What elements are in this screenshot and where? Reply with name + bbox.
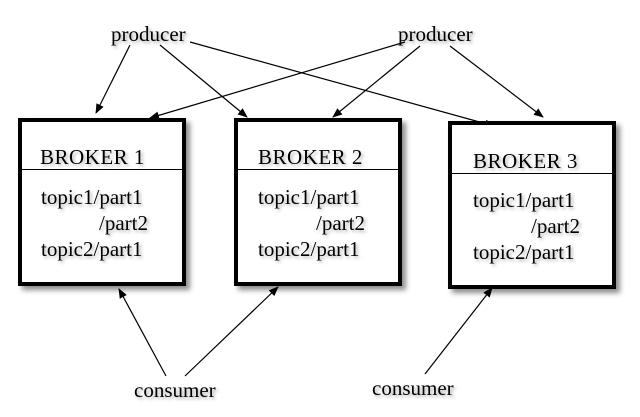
arrow-consumer1-broker2 xyxy=(184,286,279,377)
arrow-producer1-broker1 xyxy=(95,44,131,114)
producer-label: producer xyxy=(111,22,186,46)
broker-divider xyxy=(238,169,398,170)
consumer-label: consumer xyxy=(134,378,216,402)
arrow-consumer2-broker3 xyxy=(424,287,493,375)
topic-entry: topic1/part1 xyxy=(258,185,360,209)
arrow-consumer1-broker1 xyxy=(118,288,167,377)
broker-box-1: BROKER 1 topic1/part1 /part2 topic2/part… xyxy=(18,118,186,286)
broker-divider xyxy=(22,169,182,170)
broker-title: BROKER 2 xyxy=(258,145,363,169)
arrow-producer2-broker3 xyxy=(449,45,544,118)
arrow-producer1-broker3 xyxy=(189,41,495,128)
broker-box-2: BROKER 2 topic1/part1 /part2 topic2/part… xyxy=(234,118,402,286)
arrow-producer2-broker2 xyxy=(332,45,421,118)
producer-label: producer xyxy=(398,22,473,46)
topic-entry: /part2 xyxy=(531,214,580,238)
arrow-producer2-broker1 xyxy=(149,41,406,120)
topic-entry: /part2 xyxy=(316,211,365,235)
topic-entry: /part2 xyxy=(99,211,148,235)
broker-title: BROKER 3 xyxy=(473,149,578,173)
broker-divider xyxy=(452,173,612,174)
topic-entry: topic2/part1 xyxy=(258,237,360,261)
topic-entry: topic1/part1 xyxy=(41,185,143,209)
broker-box-3: BROKER 3 topic1/part1 /part2 topic2/part… xyxy=(448,121,616,289)
topic-entry: topic2/part1 xyxy=(41,237,143,261)
consumer-label: consumer xyxy=(372,376,454,400)
broker-title: BROKER 1 xyxy=(40,145,145,169)
topic-entry: topic1/part1 xyxy=(473,188,575,212)
arrow-producer1-broker2 xyxy=(159,44,248,118)
topic-entry: topic2/part1 xyxy=(473,240,575,264)
